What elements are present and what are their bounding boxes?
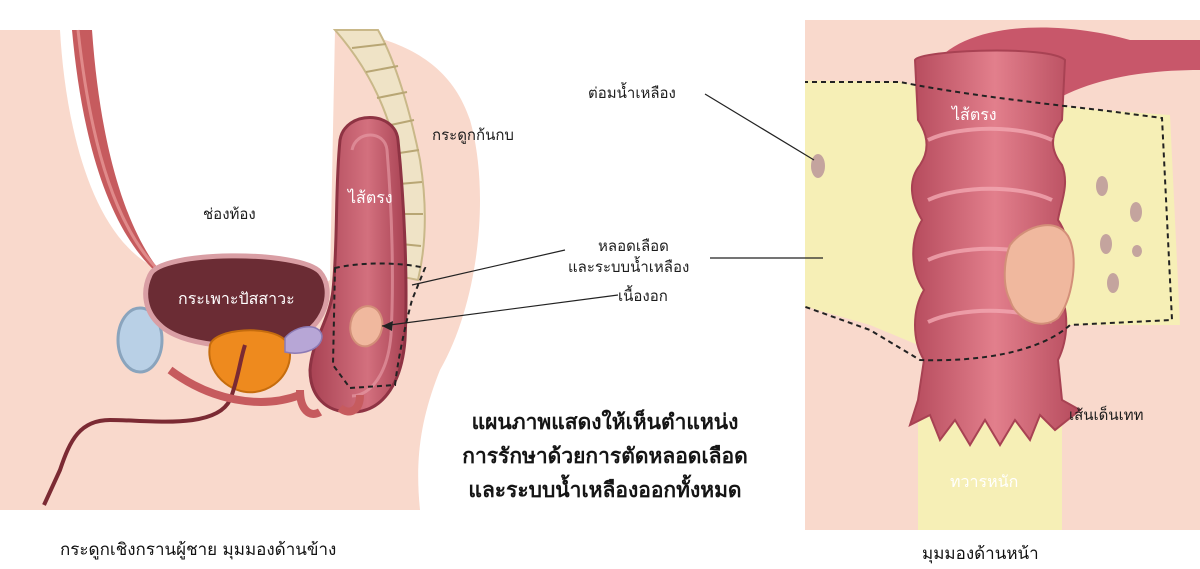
lymph-node: [811, 154, 825, 178]
side-view: [0, 29, 480, 510]
label-lymph-node: ต่อมน้ำเหลือง: [588, 84, 676, 102]
label-tailbone: กระดูกก้นกบ: [432, 126, 514, 144]
caption-front-view: มุมมองด้านหน้า: [922, 544, 1039, 564]
rectum-side: [308, 116, 408, 414]
prostate: [208, 329, 291, 394]
abdominal-cavity: [70, 30, 330, 285]
label-tumor: เนื้องอก: [618, 287, 668, 305]
label-rectum-side: ไส้ตรง: [348, 188, 393, 207]
label-vessels-line2: และระบบน้ำเหลือง: [568, 258, 690, 276]
label-anus: ทวารหนัก: [950, 472, 1019, 491]
abdominal-wall: [72, 30, 180, 290]
label-abdominal-cavity: ช่องท้อง: [203, 205, 256, 223]
tumor-front: [1003, 224, 1075, 325]
title-line-2: การรักษาด้วยการตัดหลอดเลือด: [462, 444, 748, 468]
seminal-vesicle: [284, 326, 323, 354]
label-vessels-line1: หลอดเลือด: [598, 237, 669, 255]
diagram-title: แผนภาพแสดงให้เห็นตำแหน่ง การรักษาด้วยการ…: [420, 405, 790, 507]
label-bladder: กระเพาะปัสสาวะ: [178, 289, 295, 308]
title-line-3: และระบบน้ำเหลืองออกทั้งหมด: [468, 478, 742, 502]
leader-lines: [381, 93, 823, 331]
resection-region-front: [805, 81, 1174, 362]
front-view: [805, 20, 1200, 530]
label-rectum-front: ไส้ตรง: [952, 105, 997, 124]
pubic-bone: [116, 306, 164, 374]
caption-side-view: กระดูกเชิงกรานผู้ชาย มุมมองด้านข้าง: [60, 540, 337, 560]
label-dentate-line: เส้นเด็นเทท: [1069, 406, 1144, 424]
title-line-1: แผนภาพแสดงให้เห็นตำแหน่ง: [471, 410, 739, 434]
tumor-side: [349, 305, 384, 348]
urethra: [42, 344, 247, 506]
